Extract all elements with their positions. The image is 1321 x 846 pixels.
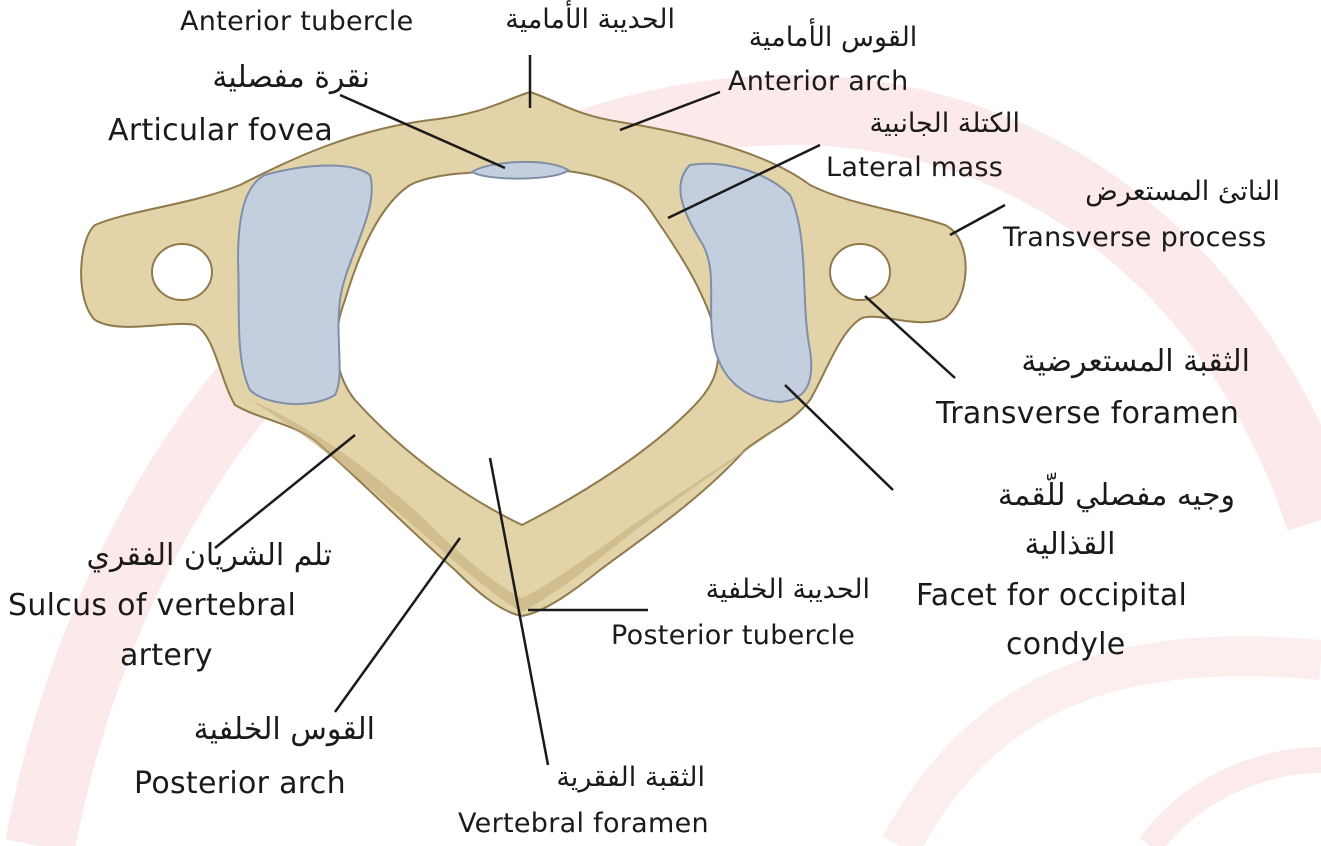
label-posterior-arch-ar: القوس الخلفية <box>135 712 375 747</box>
label-facet-occipital-en-1: Facet for occipital <box>916 578 1187 613</box>
label-anterior-arch-ar: القوس الأمامية <box>718 22 948 53</box>
label-anterior-tubercle-en: Anterior tubercle <box>180 6 414 37</box>
label-sulcus-vertebral-en-1: Sulcus of vertebral <box>8 588 296 623</box>
label-anterior-arch-en: Anterior arch <box>728 66 909 97</box>
label-posterior-arch-en: Posterior arch <box>134 766 346 801</box>
label-facet-occipital-ar-2: القذالية <box>1000 527 1140 562</box>
label-transverse-process-ar: الناتئ المستعرض <box>1030 176 1280 207</box>
label-vertebral-foramen-en: Vertebral foramen <box>458 808 709 839</box>
right-transverse-foramen-shape <box>830 244 890 300</box>
label-articular-fovea-ar: نقرة مفصلية <box>130 60 370 95</box>
label-transverse-process-en: Transverse process <box>1003 222 1266 253</box>
leader-facet-occipital <box>785 385 893 490</box>
label-sulcus-vertebral-en-2: artery <box>120 638 213 673</box>
label-facet-occipital-ar-1: وجيه مفصلي للّقمة <box>915 478 1235 513</box>
label-transverse-foramen-en: Transverse foramen <box>936 396 1239 431</box>
label-anterior-tubercle-ar: الحديبة الأمامية <box>455 4 675 35</box>
label-posterior-tubercle-ar: الحديبة الخلفية <box>640 574 870 605</box>
leader-transverse-process <box>950 205 1005 235</box>
left-transverse-foramen-shape <box>152 244 212 300</box>
label-transverse-foramen-ar: الثقبة المستعرضية <box>960 344 1250 379</box>
label-facet-occipital-en-2: condyle <box>1006 627 1126 662</box>
label-sulcus-vertebral-ar: تلم الشريان الفقري <box>12 538 332 573</box>
leader-posterior-arch <box>335 538 460 712</box>
label-articular-fovea-en: Articular fovea <box>108 113 333 148</box>
label-lateral-mass-ar: الكتلة الجانبية <box>810 108 1020 139</box>
label-vertebral-foramen-ar: الثقبة الفقرية <box>505 762 705 793</box>
label-lateral-mass-en: Lateral mass <box>826 152 1003 183</box>
label-posterior-tubercle-en: Posterior tubercle <box>611 620 855 651</box>
